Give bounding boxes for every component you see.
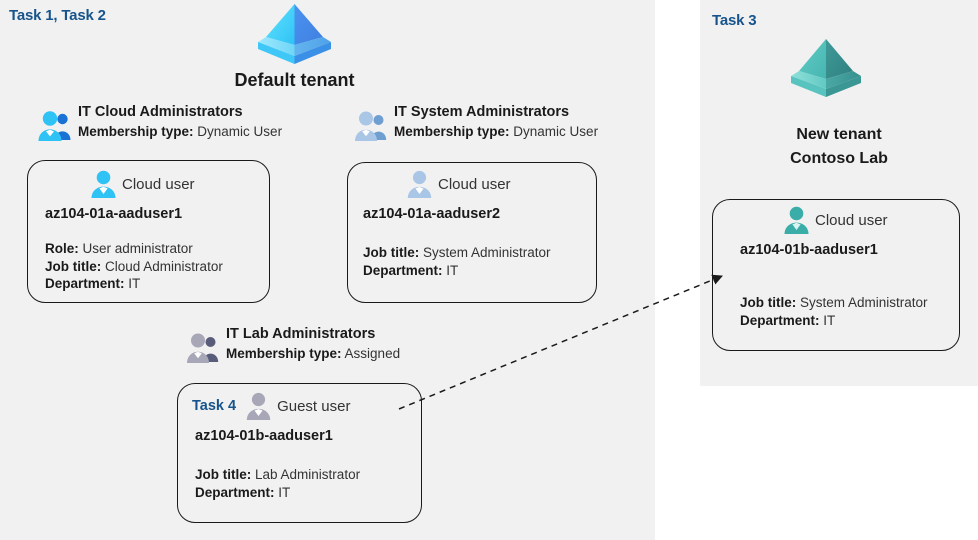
default-tenant-caption: Default tenant (234, 70, 355, 90)
group-membership: Membership type: Assigned (226, 344, 400, 363)
user-type-label: Cloud user (438, 175, 511, 193)
user-attr-jobtitle: Job title: Cloud Administrator (45, 258, 223, 276)
group-text: IT System Administrators Membership type… (394, 103, 598, 141)
user-attr-jobtitle-value: Lab Administrator (255, 467, 361, 482)
user-attr-jobtitle-label: Job title: (195, 467, 252, 482)
task-label-1-2: Task 1, Task 2 (9, 7, 106, 24)
user-attr-department-value: IT (278, 484, 291, 500)
user-attr-jobtitle-value: Cloud Administrator (105, 258, 223, 274)
group-membership-value: Dynamic User (197, 124, 283, 139)
task-label-4: Task 4 (192, 398, 237, 414)
user-attr-jobtitle: Job title: Lab Administrator (195, 466, 360, 484)
group-membership-label: Membership type: (394, 124, 510, 139)
group-name: IT System Administrators (394, 104, 570, 120)
user-upn: az104-01a-aaduser1 (45, 206, 183, 222)
user-card-aaduser2: Cloud user az104-01a-aaduser2 Job title:… (347, 162, 597, 303)
user-attributes: Job title: System Administrator Departme… (363, 244, 551, 279)
group-membership: Membership type: Dynamic User (78, 122, 282, 141)
group-it-lab-administrators: IT Lab Administrators Membership type: A… (184, 325, 400, 365)
user-attr-jobtitle-label: Job title: (740, 295, 797, 310)
card-header: Cloud user (90, 169, 195, 199)
group-text: IT Lab Administrators Membership type: A… (226, 325, 400, 363)
group-text: IT Cloud Administrators Membership type:… (78, 103, 282, 141)
user-attr-jobtitle: Job title: System Administrator (363, 244, 551, 262)
user-attributes: Job title: Lab Administrator Department:… (195, 466, 360, 501)
user-attr-role: Role: User administrator (45, 240, 223, 258)
new-tenant-caption: New tenant Contoso Lab (700, 123, 978, 171)
user-attributes: Role: User administrator Job title: Clou… (45, 240, 223, 293)
group-membership: Membership type: Dynamic User (394, 122, 598, 141)
cloud-user-icon (406, 169, 433, 199)
user-attr-jobtitle-label: Job title: (363, 245, 420, 260)
group-it-cloud-administrators: IT Cloud Administrators Membership type:… (36, 103, 282, 143)
user-attr-role-value: User administrator (82, 241, 193, 256)
new-tenant-caption-line2: Contoso Lab (790, 150, 888, 167)
new-tenant-icon (790, 36, 862, 100)
new-tenant-caption-line1: New tenant (796, 126, 882, 143)
group-membership-label: Membership type: (226, 346, 342, 361)
group-it-system-administrators: IT System Administrators Membership type… (352, 103, 598, 143)
guest-user-icon (245, 391, 272, 421)
group-name: IT Cloud Administrators (78, 104, 243, 120)
cloud-user-icon (783, 205, 810, 235)
user-attr-department: Department: IT (740, 312, 928, 330)
user-attr-jobtitle-value: System Administrator (423, 245, 551, 260)
user-attr-department: Department: IT (195, 484, 360, 502)
user-attr-department-label: Department: (195, 484, 275, 500)
user-attr-department-value: IT (128, 276, 141, 291)
user-type-label: Cloud user (122, 175, 195, 193)
group-membership-value: Assigned (344, 346, 401, 361)
user-attr-department-label: Department: (740, 312, 820, 328)
default-tenant-panel (0, 0, 655, 540)
default-tenant-icon (257, 1, 332, 67)
user-attributes: Job title: System Administrator Departme… (740, 294, 928, 329)
card-header: Task 4 Guest user (192, 391, 350, 421)
group-name: IT Lab Administrators (226, 326, 376, 342)
group-membership-label: Membership type: (78, 124, 194, 139)
user-card-b-aaduser1: Cloud user az104-01b-aaduser1 Job title:… (712, 199, 960, 351)
group-membership-value: Dynamic User (513, 124, 599, 139)
user-type-label: Guest user (277, 397, 351, 415)
cloud-user-icon (90, 169, 117, 199)
user-type-label: Cloud user (815, 211, 888, 229)
user-attr-department: Department: IT (45, 275, 223, 293)
group-users-icon (352, 109, 390, 143)
user-attr-department: Department: IT (363, 262, 551, 280)
user-attr-department-label: Department: (363, 262, 443, 278)
card-header: Cloud user (406, 169, 511, 199)
user-card-guest-aaduser1: Task 4 Guest user az104-01b-aaduser1 Job… (177, 383, 422, 523)
task-label-3: Task 3 (712, 12, 757, 29)
user-attr-jobtitle-label: Job title: (45, 258, 102, 274)
user-upn: az104-01b-aaduser1 (195, 428, 333, 444)
user-attr-department-value: IT (446, 262, 459, 278)
group-users-icon (184, 331, 222, 365)
user-upn: az104-01b-aaduser1 (740, 242, 878, 258)
user-attr-jobtitle-value: System Administrator (800, 295, 928, 310)
user-attr-role-label: Role: (45, 241, 79, 256)
user-card-aaduser1: Cloud user az104-01a-aaduser1 Role: User… (27, 160, 270, 303)
user-attr-department-value: IT (823, 312, 836, 328)
user-attr-jobtitle: Job title: System Administrator (740, 294, 928, 312)
user-attr-department-label: Department: (45, 276, 125, 291)
group-users-icon (36, 109, 74, 143)
card-header: Cloud user (783, 205, 888, 235)
user-upn: az104-01a-aaduser2 (363, 206, 501, 222)
